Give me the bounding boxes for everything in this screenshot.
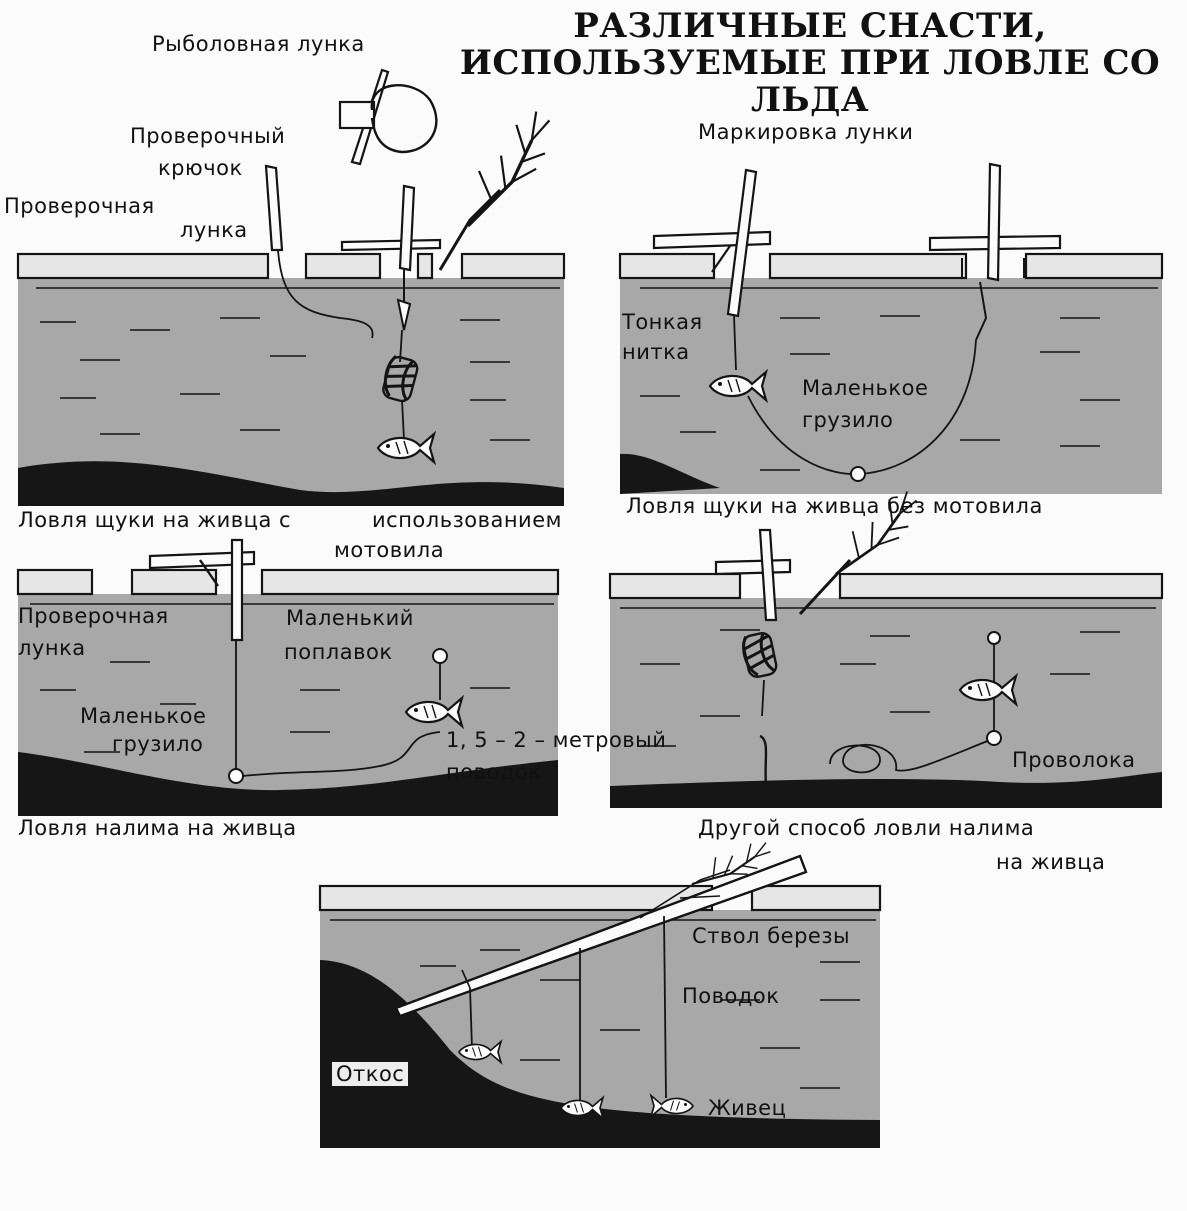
label-small-sinker-line-2: грузило — [802, 408, 894, 432]
label-small-float-line-1: Маленький — [286, 606, 414, 630]
label-leader-length-line-2: поводок — [446, 760, 542, 784]
caption-pike-without-reel: Ловля щуки на живца без мотовила — [626, 494, 1043, 518]
label-small-sinker-2-line-2: грузило — [112, 732, 204, 756]
label-slope: Откос — [332, 1062, 409, 1087]
panel-3-scene — [16, 538, 560, 816]
label-hole-marking: Маркировка лунки — [698, 120, 914, 144]
panel-4-scene — [608, 480, 1164, 808]
label-birch-trunk: Ствол березы — [692, 924, 851, 948]
label-wire: Проволока — [1012, 748, 1136, 772]
label-thin-thread-line-1: Тонкая — [622, 310, 703, 334]
label-small-sinker-2-line-1: Маленькое — [80, 704, 207, 728]
caption-burbot-other-line-2: на живца — [996, 850, 1106, 874]
page-title: РАЗЛИЧНЫЕ СНАСТИ, ИСПОЛЬЗУЕМЫЕ ПРИ ЛОВЛЕ… — [440, 8, 1180, 119]
label-check-hook-line-1: Проверочный — [130, 124, 286, 148]
label-small-float-line-2: поплавок — [284, 640, 393, 664]
label-check-hole-line-2: лунка — [180, 218, 248, 242]
label-check-hole-2-line-2: лунка — [18, 636, 86, 660]
panel-1-scene — [16, 68, 566, 506]
panel-5-scene — [318, 819, 882, 1148]
label-fishing-hole: Рыболовная лунка — [152, 32, 365, 56]
label-small-sinker-line-1: Маленькое — [802, 376, 929, 400]
label-leader-length-line-1: 1, 5 – 2 – метровый — [446, 728, 667, 752]
label-leader: Поводок — [682, 984, 780, 1008]
title-line-2: ИСПОЛЬЗУЕМЫЕ ПРИ ЛОВЛЕ СО ЛЬДА — [459, 43, 1161, 120]
label-check-hole-2-line-1: Проверочная — [18, 604, 169, 628]
label-check-hole-line-1: Проверочная — [4, 194, 155, 218]
caption-pike-with-reel-line-3: мотовила — [334, 538, 445, 562]
label-thin-thread-line-2: нитка — [622, 340, 690, 364]
panel-2-scene — [618, 162, 1164, 494]
caption-pike-with-reel-line-2: использованием — [372, 508, 562, 532]
label-live-bait: Живец — [708, 1096, 787, 1120]
label-check-hook-line-2: крючок — [158, 156, 243, 180]
caption-pike-with-reel-line-1: Ловля щуки на живца с — [18, 508, 292, 532]
title-line-1: РАЗЛИЧНЫЕ СНАСТИ, — [573, 6, 1047, 46]
caption-burbot-live-bait: Ловля налима на живца — [18, 816, 297, 840]
caption-burbot-other-line-1: Другой способ ловли налима — [698, 816, 1035, 840]
